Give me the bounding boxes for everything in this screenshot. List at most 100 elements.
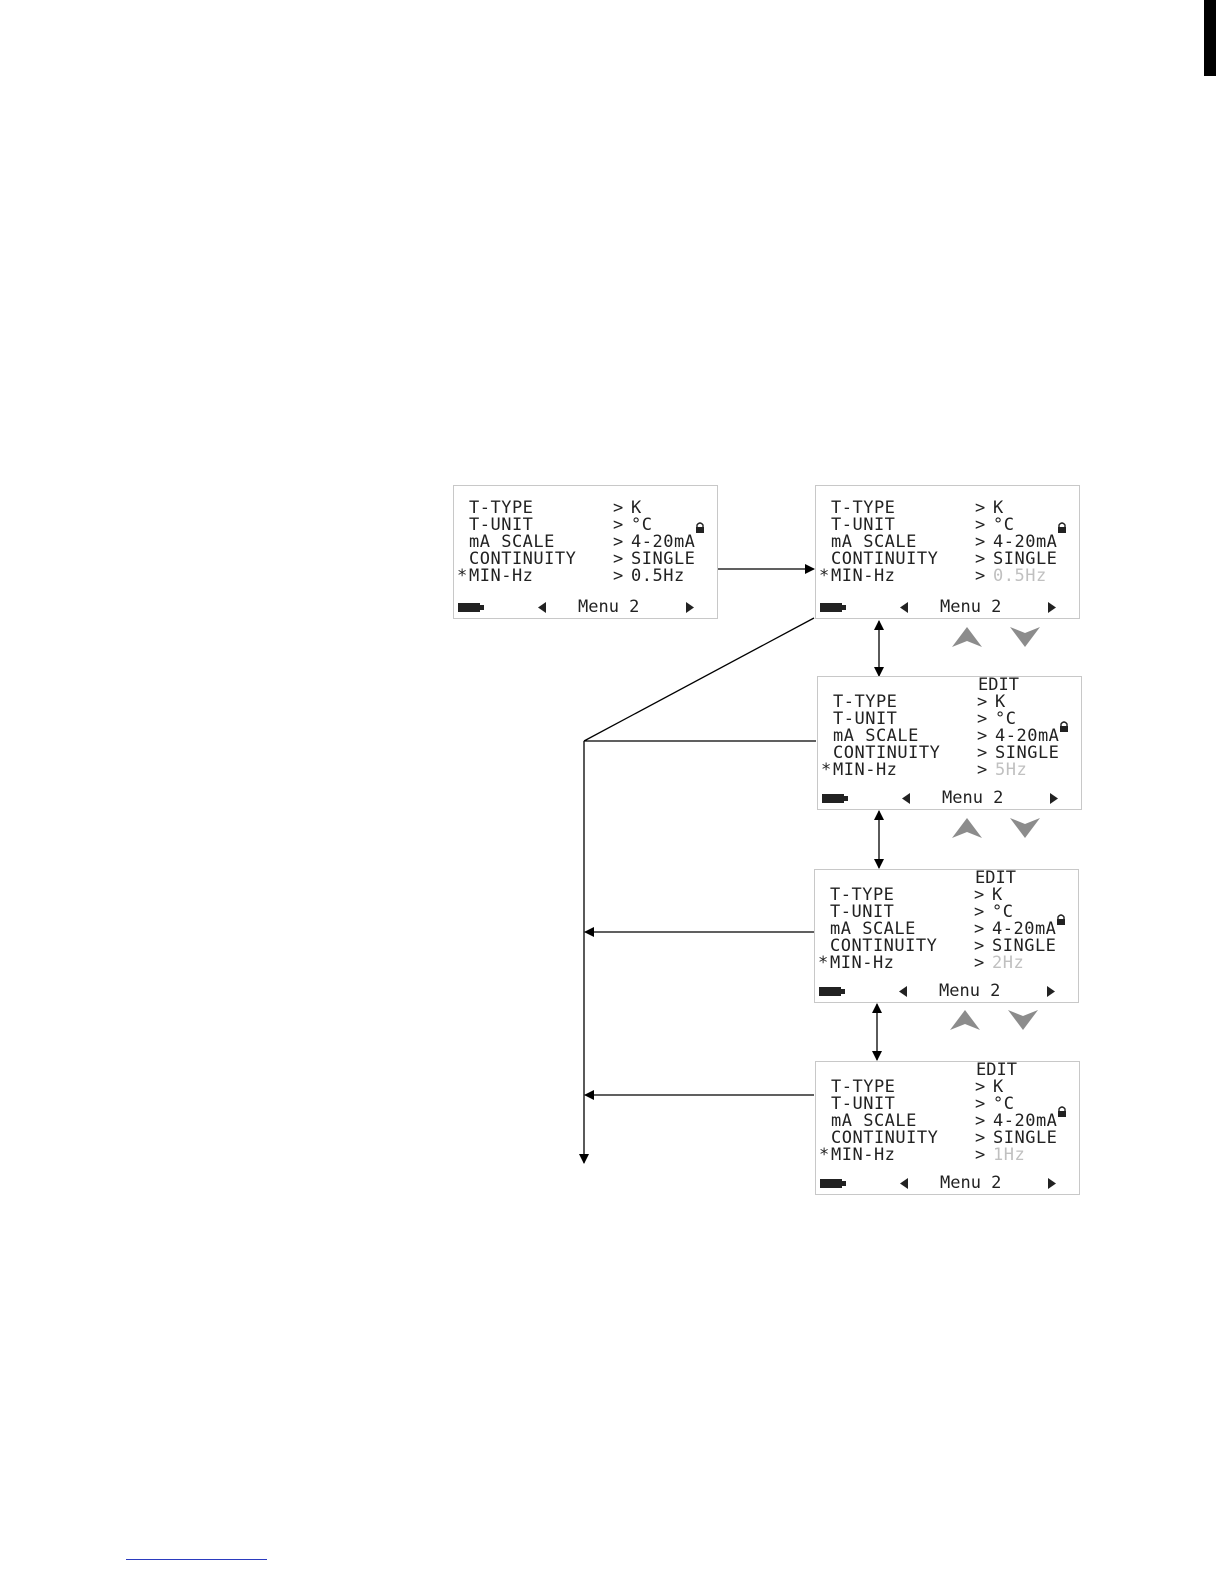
row-value: K	[631, 498, 642, 518]
row-value: K	[995, 692, 1006, 712]
row-separator: >	[975, 549, 986, 569]
menu-row: CONTINUITY>SINGLE	[819, 1130, 1057, 1147]
menu-label: Menu 2	[939, 981, 1001, 1001]
lcd-content: T-TYPE>K T-UNIT>°C mA SCALE>4-20mA CONTI…	[821, 694, 1059, 779]
row-label: T-UNIT	[833, 709, 898, 729]
row-separator: >	[975, 1111, 986, 1131]
menu-row: mA SCALE>4-20mA	[457, 534, 695, 551]
row-marker: *	[821, 760, 832, 780]
left-arrow-icon	[899, 986, 907, 997]
row-value: 4-20mA	[631, 532, 696, 552]
row-label: mA SCALE	[831, 1111, 917, 1131]
row-marker: *	[819, 1145, 830, 1165]
right-arrow-icon	[1047, 986, 1055, 997]
row-value: °C	[631, 515, 653, 535]
battery-icon	[820, 603, 846, 612]
row-label: T-TYPE	[833, 692, 898, 712]
row-separator: >	[975, 1077, 986, 1097]
row-value: 2Hz	[992, 953, 1025, 973]
row-label: MIN-Hz	[831, 566, 896, 586]
lcd-screen-4: EDIT T-TYPE>K T-UNIT>°C mA SCALE>4-20mA …	[814, 869, 1079, 1003]
lcd-content: T-TYPE>K T-UNIT>°C mA SCALE>4-20mA CONTI…	[819, 500, 1057, 585]
menu-row: T-TYPE > K	[818, 887, 1056, 904]
edit-mode-label: EDIT	[975, 868, 1016, 888]
row-label: CONTINUITY	[831, 549, 939, 569]
edit-mode-label: EDIT	[976, 1060, 1017, 1080]
row-value: K	[993, 1077, 1004, 1097]
row-label: CONTINUITY	[830, 936, 938, 956]
row-separator: >	[974, 953, 985, 973]
lcd-footer: Menu 2	[816, 597, 1079, 617]
row-marker: *	[819, 566, 830, 586]
row-separator: >	[975, 566, 986, 586]
menu-row: T-UNIT > °C	[457, 517, 695, 534]
diagonal-from-screen2	[583, 617, 815, 742]
menu-label: Menu 2	[942, 788, 1004, 808]
left-arrow-icon	[902, 793, 910, 804]
row-separator: >	[975, 1128, 986, 1148]
row-marker: *	[818, 953, 829, 973]
right-arrow-icon	[686, 602, 694, 613]
row-separator: >	[975, 1094, 986, 1114]
lcd-content: T-TYPE>K T-UNIT>°C mA SCALE>4-20mA CONTI…	[819, 1079, 1057, 1164]
menu-row: *MIN-Hz>0.5Hz	[457, 568, 695, 585]
row-separator: >	[975, 532, 986, 552]
row-separator: >	[613, 515, 624, 535]
row-value: SINGLE	[631, 549, 696, 569]
row-label: T-TYPE	[830, 885, 895, 905]
row-separator: >	[975, 515, 986, 535]
right-arrow-icon	[1048, 1178, 1056, 1189]
up-arrow-key-icon	[952, 627, 982, 647]
page-edge-tab	[1204, 0, 1216, 76]
row-label: T-TYPE	[831, 1077, 896, 1097]
menu-label: Menu 2	[940, 597, 1002, 617]
lcd-content: T-TYPE>K T-UNIT>°C mA SCALE>4-20mA CONTI…	[818, 887, 1056, 972]
row-value: 4-20mA	[993, 1111, 1058, 1131]
menu-row: mA SCALE>4-20mA	[821, 728, 1059, 745]
row-label: T-TYPE	[469, 498, 534, 518]
battery-icon	[819, 987, 845, 996]
row-separator: >	[977, 743, 988, 763]
row-value: SINGLE	[993, 549, 1058, 569]
down-arrow-key-icon	[1010, 627, 1040, 647]
menu-row: CONTINUITY > SINGLE	[818, 938, 1056, 955]
row-separator: >	[977, 726, 988, 746]
row-value: 1Hz	[993, 1145, 1026, 1165]
row-separator: >	[975, 498, 986, 518]
row-label: T-TYPE	[831, 498, 896, 518]
menu-row: mA SCALE >4-20mA	[819, 1113, 1057, 1130]
lcd-screen-1: T-TYPE>K T-UNIT>°C mA SCALE>4-20mA CONTI…	[453, 485, 718, 619]
row-value: 4-20mA	[993, 532, 1058, 552]
row-separator: >	[974, 936, 985, 956]
left-arrow-icon	[900, 602, 908, 613]
row-separator: >	[613, 566, 624, 586]
battery-icon	[458, 603, 484, 612]
right-arrow-icon	[1048, 602, 1056, 613]
lcd-footer: Menu 2	[454, 599, 717, 616]
row-value: 4-20mA	[992, 919, 1057, 939]
menu-row: T-UNIT>°C	[821, 711, 1059, 728]
lcd-screen-5: EDIT T-TYPE>K T-UNIT>°C mA SCALE>4-20mA …	[815, 1061, 1080, 1195]
row-label: CONTINUITY	[833, 743, 941, 763]
menu-row: T-TYPE>K	[457, 500, 695, 517]
row-separator: >	[974, 919, 985, 939]
row-separator: >	[977, 692, 988, 712]
up-arrow-key-icon	[950, 1010, 980, 1030]
lcd-content: T-TYPE>K T-UNIT>°C mA SCALE>4-20mA CONTI…	[457, 500, 695, 585]
row-separator: >	[974, 885, 985, 905]
row-value: K	[992, 885, 1003, 905]
row-separator: >	[613, 549, 624, 569]
row-value: °C	[993, 515, 1015, 535]
battery-icon	[820, 1179, 846, 1188]
row-value: 5Hz	[995, 760, 1028, 780]
menu-row: T-TYPE > K	[821, 694, 1059, 711]
menu-row: *MIN-Hz>0.5Hz	[819, 568, 1057, 585]
row-label: MIN-Hz	[830, 953, 895, 973]
row-separator: >	[977, 709, 988, 729]
menu-row: T-TYPE > K	[819, 1079, 1057, 1096]
row-value: K	[993, 498, 1004, 518]
row-value: SINGLE	[992, 936, 1057, 956]
row-label: MIN-Hz	[833, 760, 898, 780]
up-arrow-key-icon	[952, 818, 982, 838]
row-label: T-UNIT	[469, 515, 534, 535]
